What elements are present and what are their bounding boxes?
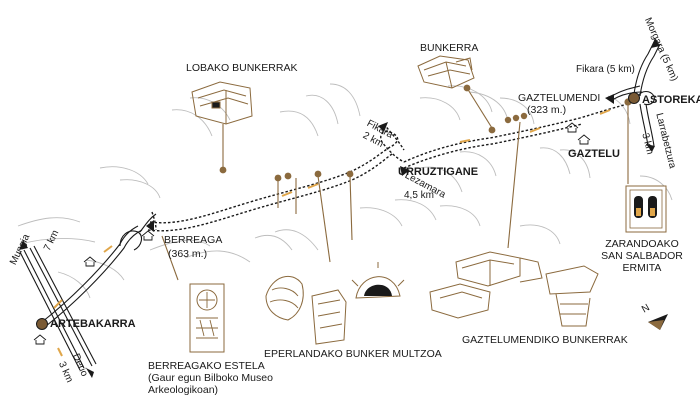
site-label-eperlandako-bunker-multzoa: EPERLANDAKO BUNKER MULTZOA xyxy=(264,348,442,360)
site-label-berreagako-estela: BERREAGAKO ESTELA (Gaur egun Bilboko Mus… xyxy=(148,360,273,396)
town-label-artebakarra: ARTEBAKARRA xyxy=(50,318,136,330)
town-label-astoreka: ASTOREKA xyxy=(642,94,700,106)
site-label-gaztelumendiko-bunkerrak: GAZTELUMENDIKO BUNKERRAK xyxy=(462,334,628,346)
site-label-zarandoako-line-3: ERMITA xyxy=(622,262,662,275)
place-label-berreaga-altitude: (363 m.) xyxy=(168,248,208,260)
zarandoako-ermita-illustration xyxy=(625,185,667,233)
site-label-berreagako-line-1: BERREAGAKO ESTELA xyxy=(148,360,265,372)
eperlandako-bunker-illustration xyxy=(265,262,405,345)
road-label-fikara-east: Fikara (5 km) xyxy=(576,64,635,75)
site-label-berreagako-line-2: (Gaur egun Bilboko Museo xyxy=(148,372,273,385)
site-label-zarandoako: ZARANDOAKO SAN SALBADOR ERMITA xyxy=(592,238,692,274)
walking-route xyxy=(147,103,629,232)
site-label-zarandoako-line-1: ZARANDOAKO xyxy=(605,238,679,250)
site-label-lobako-bunkerrak: LOBAKO BUNKERRAK xyxy=(186,62,298,74)
place-label-berreaga: BERREAGA xyxy=(164,234,223,246)
shelter-icons xyxy=(33,122,591,345)
contour-lines xyxy=(17,83,673,299)
town-markers xyxy=(36,92,640,330)
place-label-urruztigane: URRUZTIGANE xyxy=(398,166,479,178)
route-highlights xyxy=(53,109,611,357)
place-label-gaztelumendi-altitude: (323 m.) xyxy=(527,104,567,116)
bunkerra-illustration xyxy=(417,55,475,89)
place-label-gaztelu: GAZTELU xyxy=(568,148,620,160)
berreagako-estela-illustration xyxy=(189,283,225,353)
gaztelumendiko-bunker-illustration xyxy=(429,251,599,327)
lobako-bunker-illustration xyxy=(191,81,253,125)
place-label-gaztelumendi: GAZTELUMENDI xyxy=(518,92,601,104)
site-label-zarandoako-line-2: SAN SALBADOR xyxy=(601,250,683,263)
compass-rose xyxy=(648,314,668,330)
site-label-berreagako-line-3: Arkeologikoan) xyxy=(148,384,219,397)
site-label-bunkerra: BUNKERRA xyxy=(420,42,479,54)
road-arrows xyxy=(19,38,660,378)
leader-lines xyxy=(161,87,629,281)
road-label-lezamara-distance: 4,5 km xyxy=(404,190,435,201)
road-network-east xyxy=(611,41,661,147)
road-network-west xyxy=(19,213,157,371)
